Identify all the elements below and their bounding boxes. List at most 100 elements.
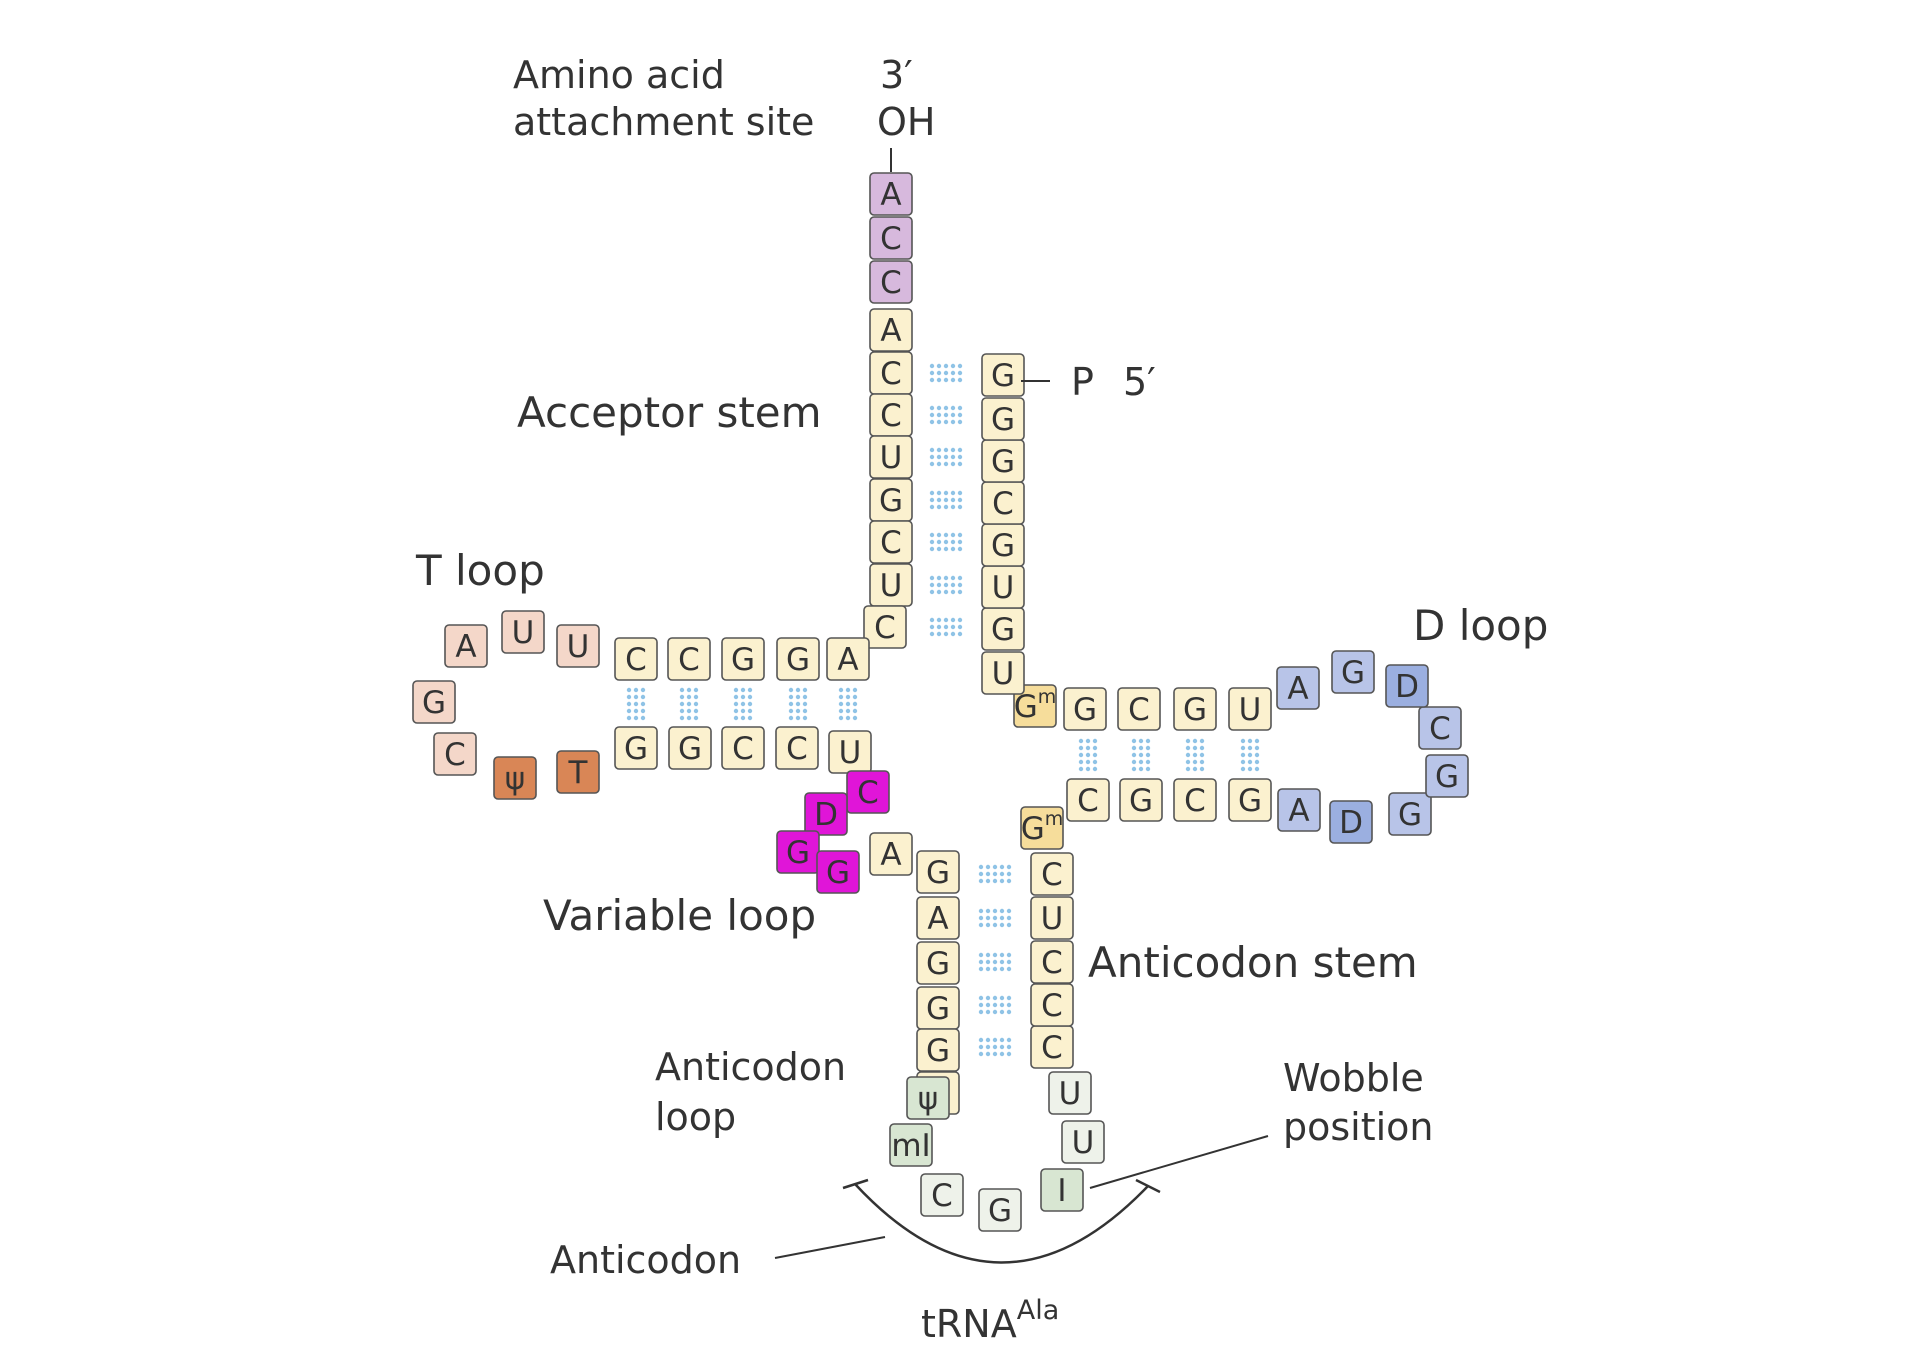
base-pair-dot: [957, 461, 963, 467]
base-pair-dot: [992, 959, 998, 965]
nucleotide-anticodon-loop-3: C: [920, 1173, 964, 1217]
base-pair-dot: [1006, 915, 1012, 921]
nucleotide-t-stem-bottom-4: C: [775, 726, 819, 770]
base-pair-dot: [929, 405, 935, 411]
nucleotide-letter: C: [992, 486, 1014, 522]
base-pair-dot: [999, 1051, 1005, 1057]
base-pair-dot: [626, 708, 632, 714]
base-pair-dot: [943, 631, 949, 637]
nucleotide-box: [916, 1028, 960, 1072]
base-pair-dot: [740, 687, 746, 693]
base-pair-dot: [943, 575, 949, 581]
base-pair-dot: [936, 461, 942, 467]
base-pair-dot: [957, 490, 963, 496]
nucleotide-box: [1030, 983, 1074, 1027]
base-pair-dot: [1199, 738, 1205, 744]
anticodon-loop-label-line2: loop: [655, 1095, 736, 1139]
base-pair-dot: [1131, 738, 1137, 744]
base-pair-dot: [985, 864, 991, 870]
base-pair-dot: [936, 405, 942, 411]
base-pair-dot: [1199, 759, 1205, 765]
base-pair-dot: [943, 377, 949, 383]
base-pair-dot: [852, 701, 858, 707]
nucleotide-d-loop-4: G: [1425, 754, 1469, 798]
nucleotide-anticodon-stem-3prime-6: Gm: [1020, 806, 1064, 850]
nucleotide-box: [1119, 778, 1163, 822]
base-pair-dot: [936, 539, 942, 545]
base-pair-dot: [950, 363, 956, 369]
base-pair-dot: [985, 959, 991, 965]
base-pair-dot: [795, 694, 801, 700]
base-pair-dot: [852, 715, 858, 721]
base-pair-dot: [957, 539, 963, 545]
base-pair-dot: [957, 624, 963, 630]
nucleotide-d-loop-5: C: [1418, 706, 1462, 750]
nucleotide-cca-tail-2: C: [869, 216, 913, 260]
nucleotide-letter: A: [880, 313, 901, 349]
base-pair-dot: [852, 694, 858, 700]
base-pair-dot: [679, 687, 685, 693]
nucleotide-letter: G: [678, 731, 702, 767]
nucleotide-box: [846, 770, 890, 814]
nucleotide-box: [804, 792, 848, 836]
base-pair-dot: [999, 871, 1005, 877]
base-pair-dot: [838, 694, 844, 700]
nucleotide-letter: G: [1183, 692, 1207, 728]
nucleotide-letter: G: [926, 946, 950, 982]
base-pair-dot: [950, 419, 956, 425]
oh-label: OH: [877, 100, 935, 144]
base-pair-dot: [740, 701, 746, 707]
base-pair-dot: [999, 864, 1005, 870]
wobble-label-line2: position: [1283, 1105, 1434, 1149]
base-pair-dot: [1085, 745, 1091, 751]
nucleotide-anticodon-loop-2: mI: [889, 1123, 933, 1167]
nucleotide-variable-loop-1: C: [846, 770, 890, 814]
three-prime-label: 3′: [880, 53, 913, 97]
base-pair-dots: [626, 363, 1260, 1057]
base-pair-dot: [1006, 922, 1012, 928]
base-pair-dot: [950, 447, 956, 453]
nucleotide-letter: U: [992, 570, 1015, 606]
base-pair-dot: [1138, 759, 1144, 765]
base-pair-dot: [992, 1037, 998, 1043]
nucleotide-letter: C: [1184, 783, 1206, 819]
base-pair-dot: [999, 908, 1005, 914]
base-pair-dot: [1078, 752, 1084, 758]
base-pair-dot: [929, 377, 935, 383]
base-pair-dot: [936, 624, 942, 630]
base-pair-dot: [788, 687, 794, 693]
nucleotide-box: [1418, 706, 1462, 750]
base-pair-dot: [929, 497, 935, 503]
base-pair-dot: [640, 701, 646, 707]
base-pair-dot: [845, 715, 851, 721]
base-pair-dot: [929, 412, 935, 418]
base-pair-dot: [992, 878, 998, 884]
nucleotide-box: [1173, 778, 1217, 822]
base-pair-dot: [1078, 745, 1084, 751]
nucleotide-acceptor-5prime-9: G: [981, 353, 1025, 397]
base-pair-dot: [936, 631, 942, 637]
nucleotide-letter: C: [1128, 692, 1150, 728]
base-pair-dot: [1247, 766, 1253, 772]
nucleotide-letter: C: [786, 731, 808, 767]
nucleotide-box: [1388, 792, 1432, 836]
nucleotide-box: [1331, 650, 1375, 694]
base-pair-dot: [999, 1002, 1005, 1008]
base-pair-dot: [957, 363, 963, 369]
base-pair-dot: [936, 546, 942, 552]
base-pair-dot: [957, 447, 963, 453]
base-pair-dot: [957, 546, 963, 552]
base-pair-dot: [936, 412, 942, 418]
base-pair-dot: [957, 497, 963, 503]
base-pair-dot: [733, 715, 739, 721]
base-pair-dot: [1131, 759, 1137, 765]
nucleotide-anticodon-stem-5prime-2: G: [916, 850, 960, 894]
nucleotide-letter: G: [786, 835, 810, 871]
base-pair-dot: [943, 539, 949, 545]
base-pair-dot: [999, 1009, 1005, 1015]
base-pair-dot: [943, 370, 949, 376]
nucleotide-d-loop-7: G: [1331, 650, 1375, 694]
base-pair-dot: [936, 532, 942, 538]
base-pair-dot: [943, 617, 949, 623]
base-pair-dot: [978, 952, 984, 958]
